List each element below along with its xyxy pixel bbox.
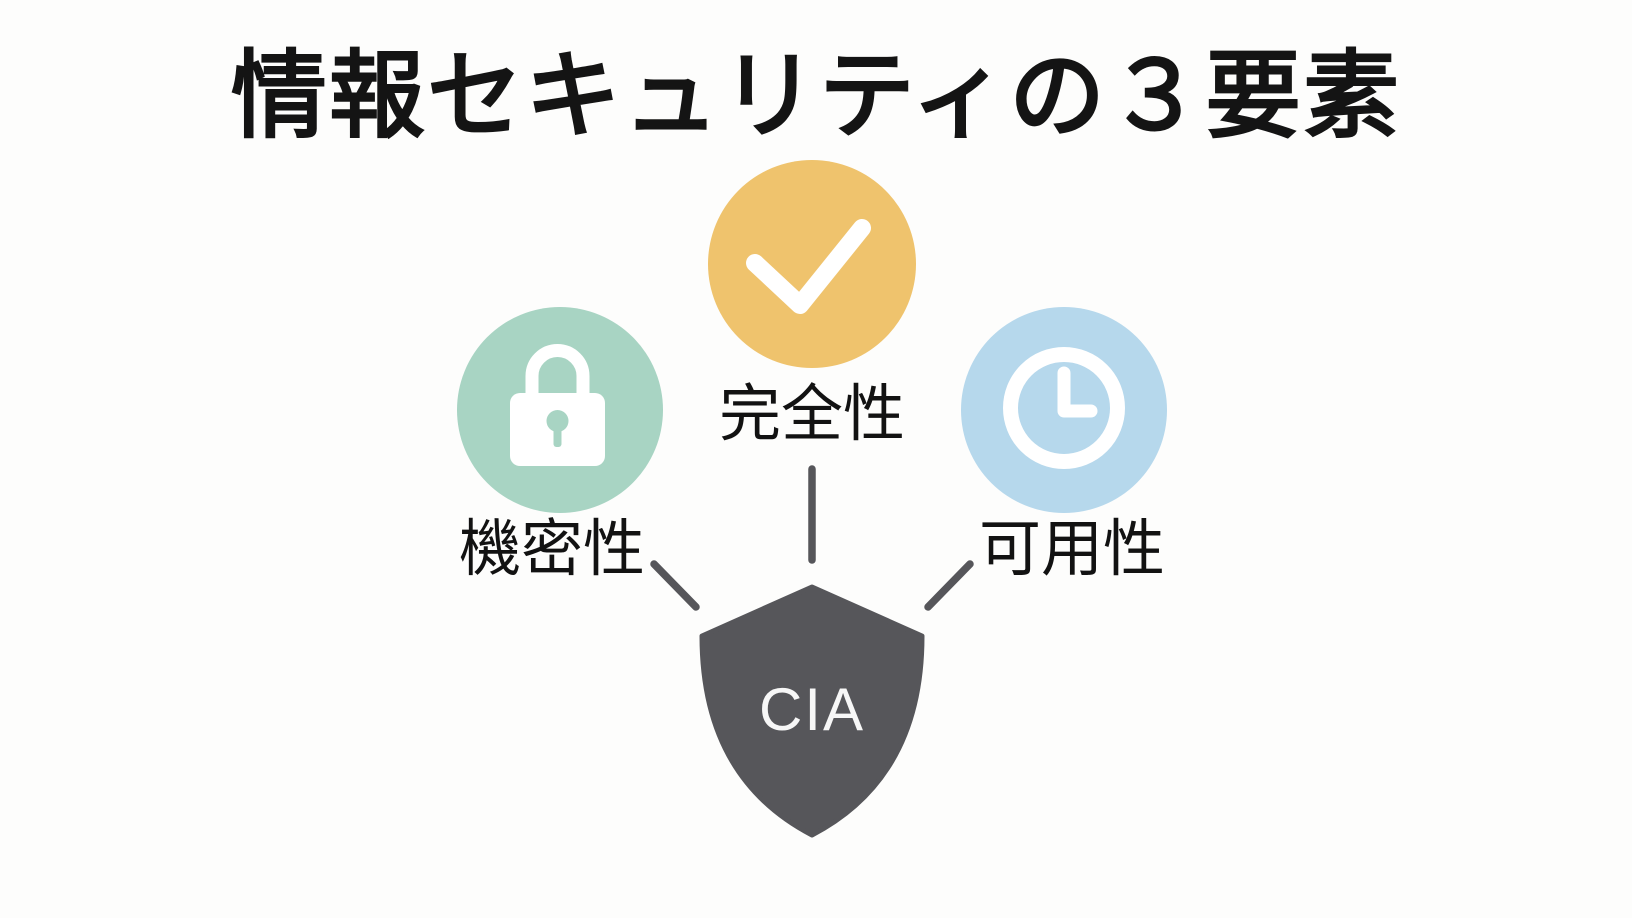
- shield-label: CIA: [758, 676, 866, 743]
- availability-label: 可用性: [978, 515, 1166, 584]
- clock-icon: [961, 305, 1167, 516]
- confidentiality-label: 機密性: [458, 515, 646, 584]
- page-title: 情報セキュリティの３要素: [230, 43, 1402, 150]
- lock-icon: [457, 305, 663, 516]
- check-icon: [708, 158, 916, 371]
- integrity-label: 完全性: [718, 380, 906, 449]
- shield-icon: [698, 584, 926, 843]
- confidentiality-circle: [457, 307, 663, 513]
- availability-circle: [961, 307, 1167, 513]
- integrity-circle: [708, 160, 916, 368]
- connector-confidentiality: [650, 560, 700, 611]
- connector-availability: [924, 560, 974, 611]
